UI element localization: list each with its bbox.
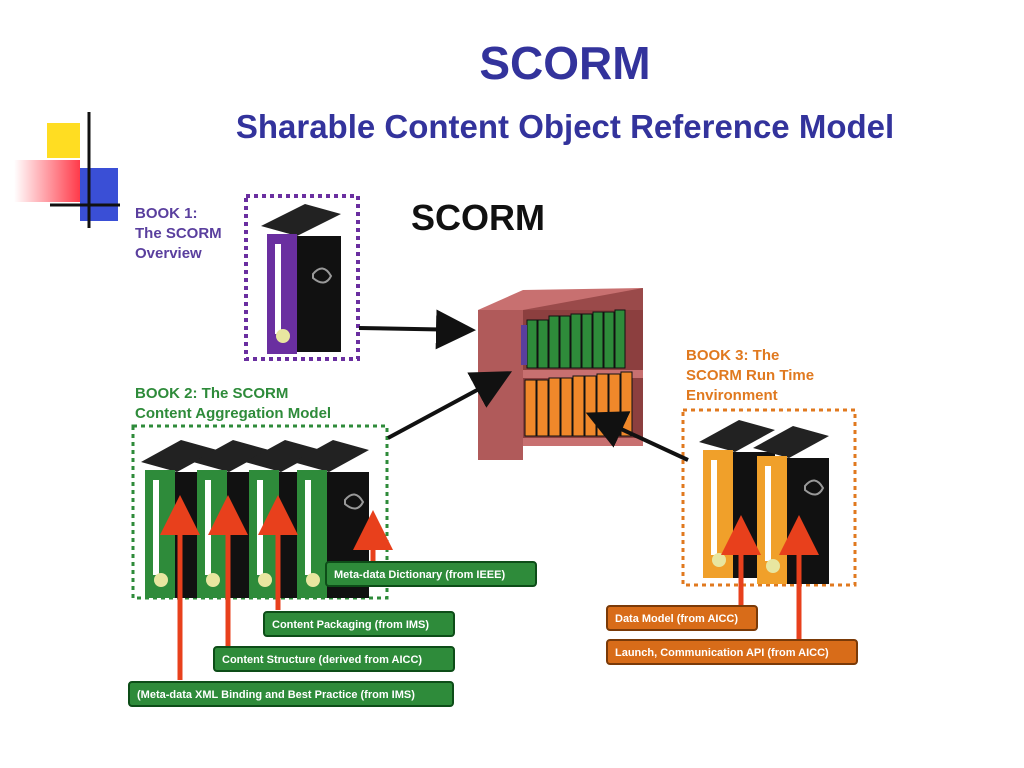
book3-arrow <box>585 411 689 462</box>
book2-red-arrows <box>160 495 393 680</box>
book3-frame <box>681 408 857 587</box>
book2-arrow <box>387 371 513 440</box>
yellow-square <box>47 123 80 158</box>
green-box-content-packaging: Content Packaging (from IMS) <box>263 611 455 637</box>
book1-frame <box>244 194 360 361</box>
svg-text:Content Packaging (from IMS): Content Packaging (from IMS) <box>272 619 429 631</box>
svg-text:Launch, Communication API (fro: Launch, Communication API (from AICC) <box>615 647 829 659</box>
book2-label-line1: BOOK 2: The SCORM <box>135 385 288 402</box>
book2-label-line2: Content Aggregation Model <box>135 405 331 422</box>
book3-red-arrows <box>721 515 819 640</box>
book1-label-line3: Overview <box>135 245 202 262</box>
blue-square <box>80 168 118 221</box>
green-box-meta-dictionary: Meta-data Dictionary (from IEEE) <box>325 561 537 587</box>
book3-icons <box>699 420 829 584</box>
book1-arrow <box>358 309 476 350</box>
scorm-diagram: SCORM BOOK 1: The SCORM Overview <box>123 170 875 715</box>
book3-label-line3: Environment <box>686 387 778 404</box>
diagram-heading: SCORM <box>411 197 545 238</box>
bookshelf-icon <box>478 288 643 460</box>
book3-label-line1: BOOK 3: The <box>686 347 779 364</box>
red-square <box>14 160 80 202</box>
green-box-content-structure: Content Structure (derived from AICC) <box>213 646 455 672</box>
orange-box-data-model: Data Model (from AICC) <box>606 605 758 631</box>
decorative-squares <box>14 112 120 228</box>
orange-box-launch-api: Launch, Communication API (from AICC) <box>606 639 858 665</box>
book3-label-line2: SCORM Run Time <box>686 367 814 384</box>
book1-label-line1: BOOK 1: <box>135 205 198 222</box>
slide-subtitle: Sharable Content Object Reference Model <box>235 108 895 145</box>
svg-text:Meta-data Dictionary (from IEE: Meta-data Dictionary (from IEEE) <box>334 569 505 581</box>
svg-text:Data Model (from AICC): Data Model (from AICC) <box>615 613 738 625</box>
svg-text:Content Structure (derived fro: Content Structure (derived from AICC) <box>222 654 422 666</box>
slide-title: SCORM <box>479 37 651 89</box>
book1-icon <box>261 204 341 354</box>
book1-label-line2: The SCORM <box>135 225 222 242</box>
green-box-xml-binding: (Meta-data XML Binding and Best Practice… <box>128 681 454 707</box>
svg-text:(Meta-data XML Binding and Bes: (Meta-data XML Binding and Best Practice… <box>137 689 415 701</box>
